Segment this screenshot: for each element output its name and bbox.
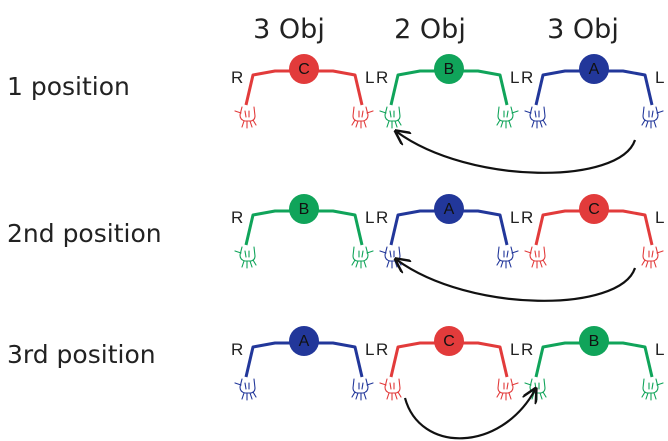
head-circle [434,326,464,356]
arrow-row1 [397,132,637,174]
hand-right-icon [496,378,519,401]
head-letter: B [589,333,600,350]
side-letter-l: L [655,208,664,227]
hand-left-icon [524,106,547,129]
head-letter: C [588,201,600,218]
head-letter: B [299,201,310,218]
head-letter: A [444,201,455,218]
column-label-2: 2 Obj [394,14,466,45]
side-letter-r: R [521,68,533,87]
side-letter-r: R [376,340,388,359]
hand-left-icon [234,106,257,129]
side-letter-l: L [365,208,374,227]
hand-left-icon [234,378,257,401]
head-letter: A [299,333,310,350]
side-letter-r: R [521,208,533,227]
hand-right-icon [641,106,664,129]
head-circle [579,54,609,84]
hand-left-icon [524,246,547,269]
head-letter: C [298,61,310,78]
row-label-2: 2nd position [7,219,162,248]
side-letter-l: L [365,68,374,87]
arrow-row2 [397,260,637,302]
head-letter: C [443,333,455,350]
hand-left-icon [379,378,402,401]
side-letter-r: R [231,68,243,87]
hand-right-icon [496,246,519,269]
column-label-1: 3 Obj [253,14,325,45]
side-letter-l: L [365,340,374,359]
hand-right-icon [496,106,519,129]
hand-right-icon [351,246,374,269]
side-letter-r: R [376,68,388,87]
hand-right-icon [351,106,374,129]
hand-right-icon [351,378,374,401]
side-letter-l: L [510,208,519,227]
side-letter-r: R [231,208,243,227]
head-circle [289,54,319,84]
head-circle [289,194,319,224]
arrow-row3 [403,390,535,440]
side-letter-l: L [510,340,519,359]
side-letter-r: R [521,340,533,359]
side-letter-l: L [510,68,519,87]
side-letter-r: R [231,340,243,359]
side-letter-r: R [376,208,388,227]
head-letter: A [589,61,600,78]
head-letter: B [444,61,455,78]
row-label-1: 1 position [7,72,130,101]
head-circle [434,54,464,84]
arrows-layer [397,132,637,440]
hand-left-icon [234,246,257,269]
side-letter-l: L [655,68,664,87]
column-label-3: 3 Obj [547,14,619,45]
side-letter-l: L [655,340,664,359]
head-circle [579,194,609,224]
head-circle [579,326,609,356]
hand-left-icon [379,106,402,129]
hand-left-icon [379,246,402,269]
head-circle [289,326,319,356]
head-circle [434,194,464,224]
hand-right-icon [641,378,664,401]
hand-left-icon [524,378,547,401]
row-label-3: 3rd position [7,340,156,369]
hand-right-icon [641,246,664,269]
